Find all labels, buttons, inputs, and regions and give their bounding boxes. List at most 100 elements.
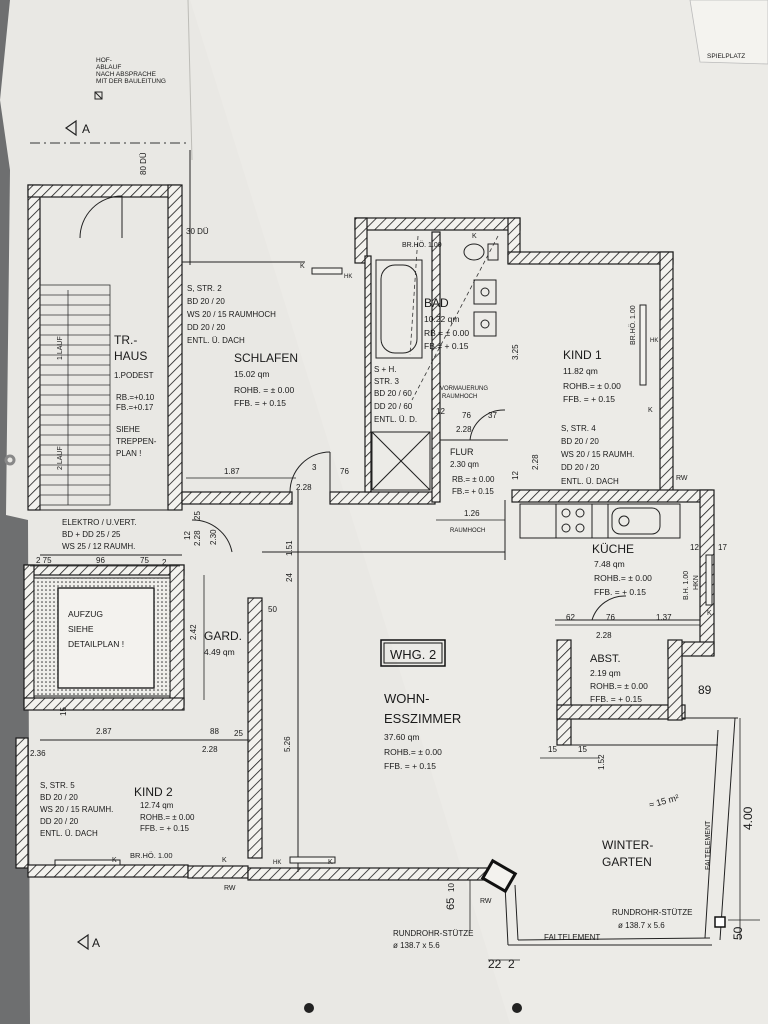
svg-text:WS 20 / 15 RAUMH.: WS 20 / 15 RAUMH. (561, 450, 634, 459)
walls (15, 184, 715, 881)
section-mark-top: A (30, 119, 190, 144)
svg-text:ROHB.= ± 0.00: ROHB.= ± 0.00 (594, 573, 652, 583)
winter-label: WINTER- GARTEN (602, 838, 653, 869)
header-note: HOF- ABLAUF NACH ABSPRACHE MIT DER BAULE… (94, 57, 166, 100)
bad-label: BAD 10.22 qm RB.= ± 0.00 FB.= + 0.15 (424, 296, 469, 351)
kind1-sill: BR.HÖ. 1.00 (629, 305, 637, 345)
svg-text:RAUMHOCH: RAUMHOCH (450, 528, 485, 534)
svg-text:ABST.: ABST. (590, 653, 621, 665)
svg-text:75: 75 (140, 556, 149, 565)
svg-text:2: 2 (508, 957, 515, 971)
svg-text:15: 15 (59, 707, 68, 716)
svg-text:2.28: 2.28 (596, 631, 612, 640)
dimension-lines (30, 477, 760, 961)
svg-text:TREPPEN-: TREPPEN- (116, 437, 157, 446)
svg-text:2.30: 2.30 (209, 529, 218, 545)
svg-text:K: K (300, 263, 305, 270)
svg-text:2.42: 2.42 (189, 624, 198, 640)
svg-text:KIND 2: KIND 2 (134, 785, 173, 799)
svg-text:4.49 qm: 4.49 qm (204, 647, 235, 657)
svg-text:ENTL. Ü. DACH: ENTL. Ü. DACH (561, 477, 619, 486)
svg-text:KIND 1: KIND 1 (563, 348, 602, 362)
faltelement-side-label: FALTELEMENT (705, 820, 712, 870)
svg-text:RW: RW (480, 898, 492, 905)
svg-text:DD 20 / 60: DD 20 / 60 (374, 402, 413, 411)
svg-text:2 75: 2 75 (36, 556, 52, 565)
svg-text:12: 12 (183, 531, 192, 540)
kind2-label: KIND 2 12.74 qm ROHB.= ± 0.00 FFB. = + 0… (134, 785, 195, 833)
svg-text:FFB. = + 0.15: FFB. = + 0.15 (140, 824, 189, 833)
svg-text:22: 22 (488, 957, 502, 971)
svg-text:SIEHE: SIEHE (116, 425, 140, 434)
svg-text:RB.= ± 0.00: RB.= ± 0.00 (452, 475, 495, 484)
svg-text:FB.=+0.17: FB.=+0.17 (116, 403, 154, 412)
svg-text:1.26: 1.26 (464, 509, 480, 518)
svg-text:2.28: 2.28 (193, 530, 202, 546)
svg-text:K: K (112, 857, 117, 864)
kueche-label: KÜCHE 7.48 qm ROHB.= ± 0.00 FFB. = + 0.1… (592, 542, 652, 597)
svg-text:SIEHE: SIEHE (68, 624, 94, 634)
bad-spec: S + H. STR. 3 BD 20 / 60 DD 20 / 60 ENTL… (374, 365, 417, 424)
stuetze-right-label: RUNDROHR-STÜTZE ø 138.7 x 5.6 (612, 908, 692, 930)
svg-text:BD 20 / 20: BD 20 / 20 (561, 437, 599, 446)
abst-label: ABST. 2.19 qm ROHB.= ± 0.00 FFB. = + 0.1… (590, 653, 648, 704)
flur-label: FLUR 2.30 qm RB.= ± 0.00 FB.= + 0.15 (450, 447, 495, 496)
svg-text:ROHB.= ± 0.00: ROHB.= ± 0.00 (140, 813, 195, 822)
svg-text:A: A (92, 936, 100, 950)
svg-text:WOHN-: WOHN- (384, 691, 430, 706)
dimension-labels: 80 DÜ 30 DÜ 1.87 3 76 2.28 76 37 12 2.28… (30, 152, 755, 971)
svg-text:89: 89 (698, 683, 712, 697)
svg-text:BD 20 / 20: BD 20 / 20 (187, 297, 225, 306)
svg-text:BD + DD 25 / 25: BD + DD 25 / 25 (62, 530, 121, 539)
svg-text:ELEKTRO / U.VERT.: ELEKTRO / U.VERT. (62, 518, 137, 527)
svg-text:TR.-: TR.- (114, 333, 137, 347)
kitchen-counter (519, 503, 681, 539)
svg-text:1.51: 1.51 (285, 540, 294, 556)
svg-text:2.30 qm: 2.30 qm (450, 460, 479, 469)
column-left (480, 858, 518, 894)
svg-text:2.36: 2.36 (30, 749, 46, 758)
svg-text:1.PODEST: 1.PODEST (114, 371, 154, 380)
svg-text:KÜCHE: KÜCHE (592, 542, 634, 556)
svg-text:10.22 qm: 10.22 qm (424, 314, 459, 324)
svg-text:S, STR. 2: S, STR. 2 (187, 284, 222, 293)
svg-text:DD 20 / 20: DD 20 / 20 (187, 323, 226, 332)
svg-text:25: 25 (234, 729, 243, 738)
svg-text:2.19 qm: 2.19 qm (590, 668, 621, 678)
svg-text:ENTL. Ü. DACH: ENTL. Ü. DACH (187, 336, 245, 345)
svg-text:BAD: BAD (424, 296, 449, 310)
svg-text:FFB. = + 0.15: FFB. = + 0.15 (594, 587, 646, 597)
svg-text:2.28: 2.28 (202, 745, 218, 754)
svg-text:RW: RW (224, 885, 236, 892)
elektro-label: ELEKTRO / U.VERT. BD + DD 25 / 25 WS 25 … (62, 518, 137, 551)
svg-text:SCHLAFEN: SCHLAFEN (234, 351, 298, 365)
svg-text:15.02 qm: 15.02 qm (234, 369, 269, 379)
washbasins (473, 279, 497, 337)
svg-text:65: 65 (445, 898, 457, 910)
svg-text:WS 20 / 15 RAUMH.: WS 20 / 15 RAUMH. (40, 805, 113, 814)
vormauerung-note: VORMAUERUNG RAUMHOCH (440, 386, 488, 400)
svg-text:96: 96 (96, 556, 105, 565)
svg-text:FFB. = + 0.15: FFB. = + 0.15 (234, 398, 286, 408)
svg-text:FB.= + 0.15: FB.= + 0.15 (424, 341, 469, 351)
svg-text:12: 12 (511, 471, 520, 480)
svg-text:1.37: 1.37 (656, 613, 672, 622)
svg-text:50: 50 (268, 605, 277, 614)
svg-text:7.48 qm: 7.48 qm (594, 559, 625, 569)
svg-text:2.28: 2.28 (531, 454, 540, 470)
svg-text:3.25: 3.25 (511, 344, 520, 360)
svg-text:S + H.: S + H. (374, 365, 396, 374)
binder-hole (512, 1003, 522, 1013)
svg-text:ROHB.= ± 0.00: ROHB.= ± 0.00 (384, 747, 442, 757)
svg-text:PLAN !: PLAN ! (116, 449, 141, 458)
svg-text:HK: HK (650, 338, 658, 344)
playground-label: SPIELPLATZ (707, 53, 745, 60)
svg-text:ENTL. Ü. D.: ENTL. Ü. D. (374, 415, 417, 424)
svg-text:FFB. = + 0.15: FFB. = + 0.15 (590, 694, 642, 704)
svg-text:2.87: 2.87 (96, 727, 112, 736)
svg-text:WS 20 / 15 RAUMHOCH: WS 20 / 15 RAUMHOCH (187, 310, 276, 319)
svg-text:37: 37 (488, 411, 497, 420)
svg-text:VORMAUERUNG: VORMAUERUNG (440, 386, 488, 392)
binder-hole (304, 1003, 314, 1013)
svg-text:2.28: 2.28 (296, 483, 312, 492)
